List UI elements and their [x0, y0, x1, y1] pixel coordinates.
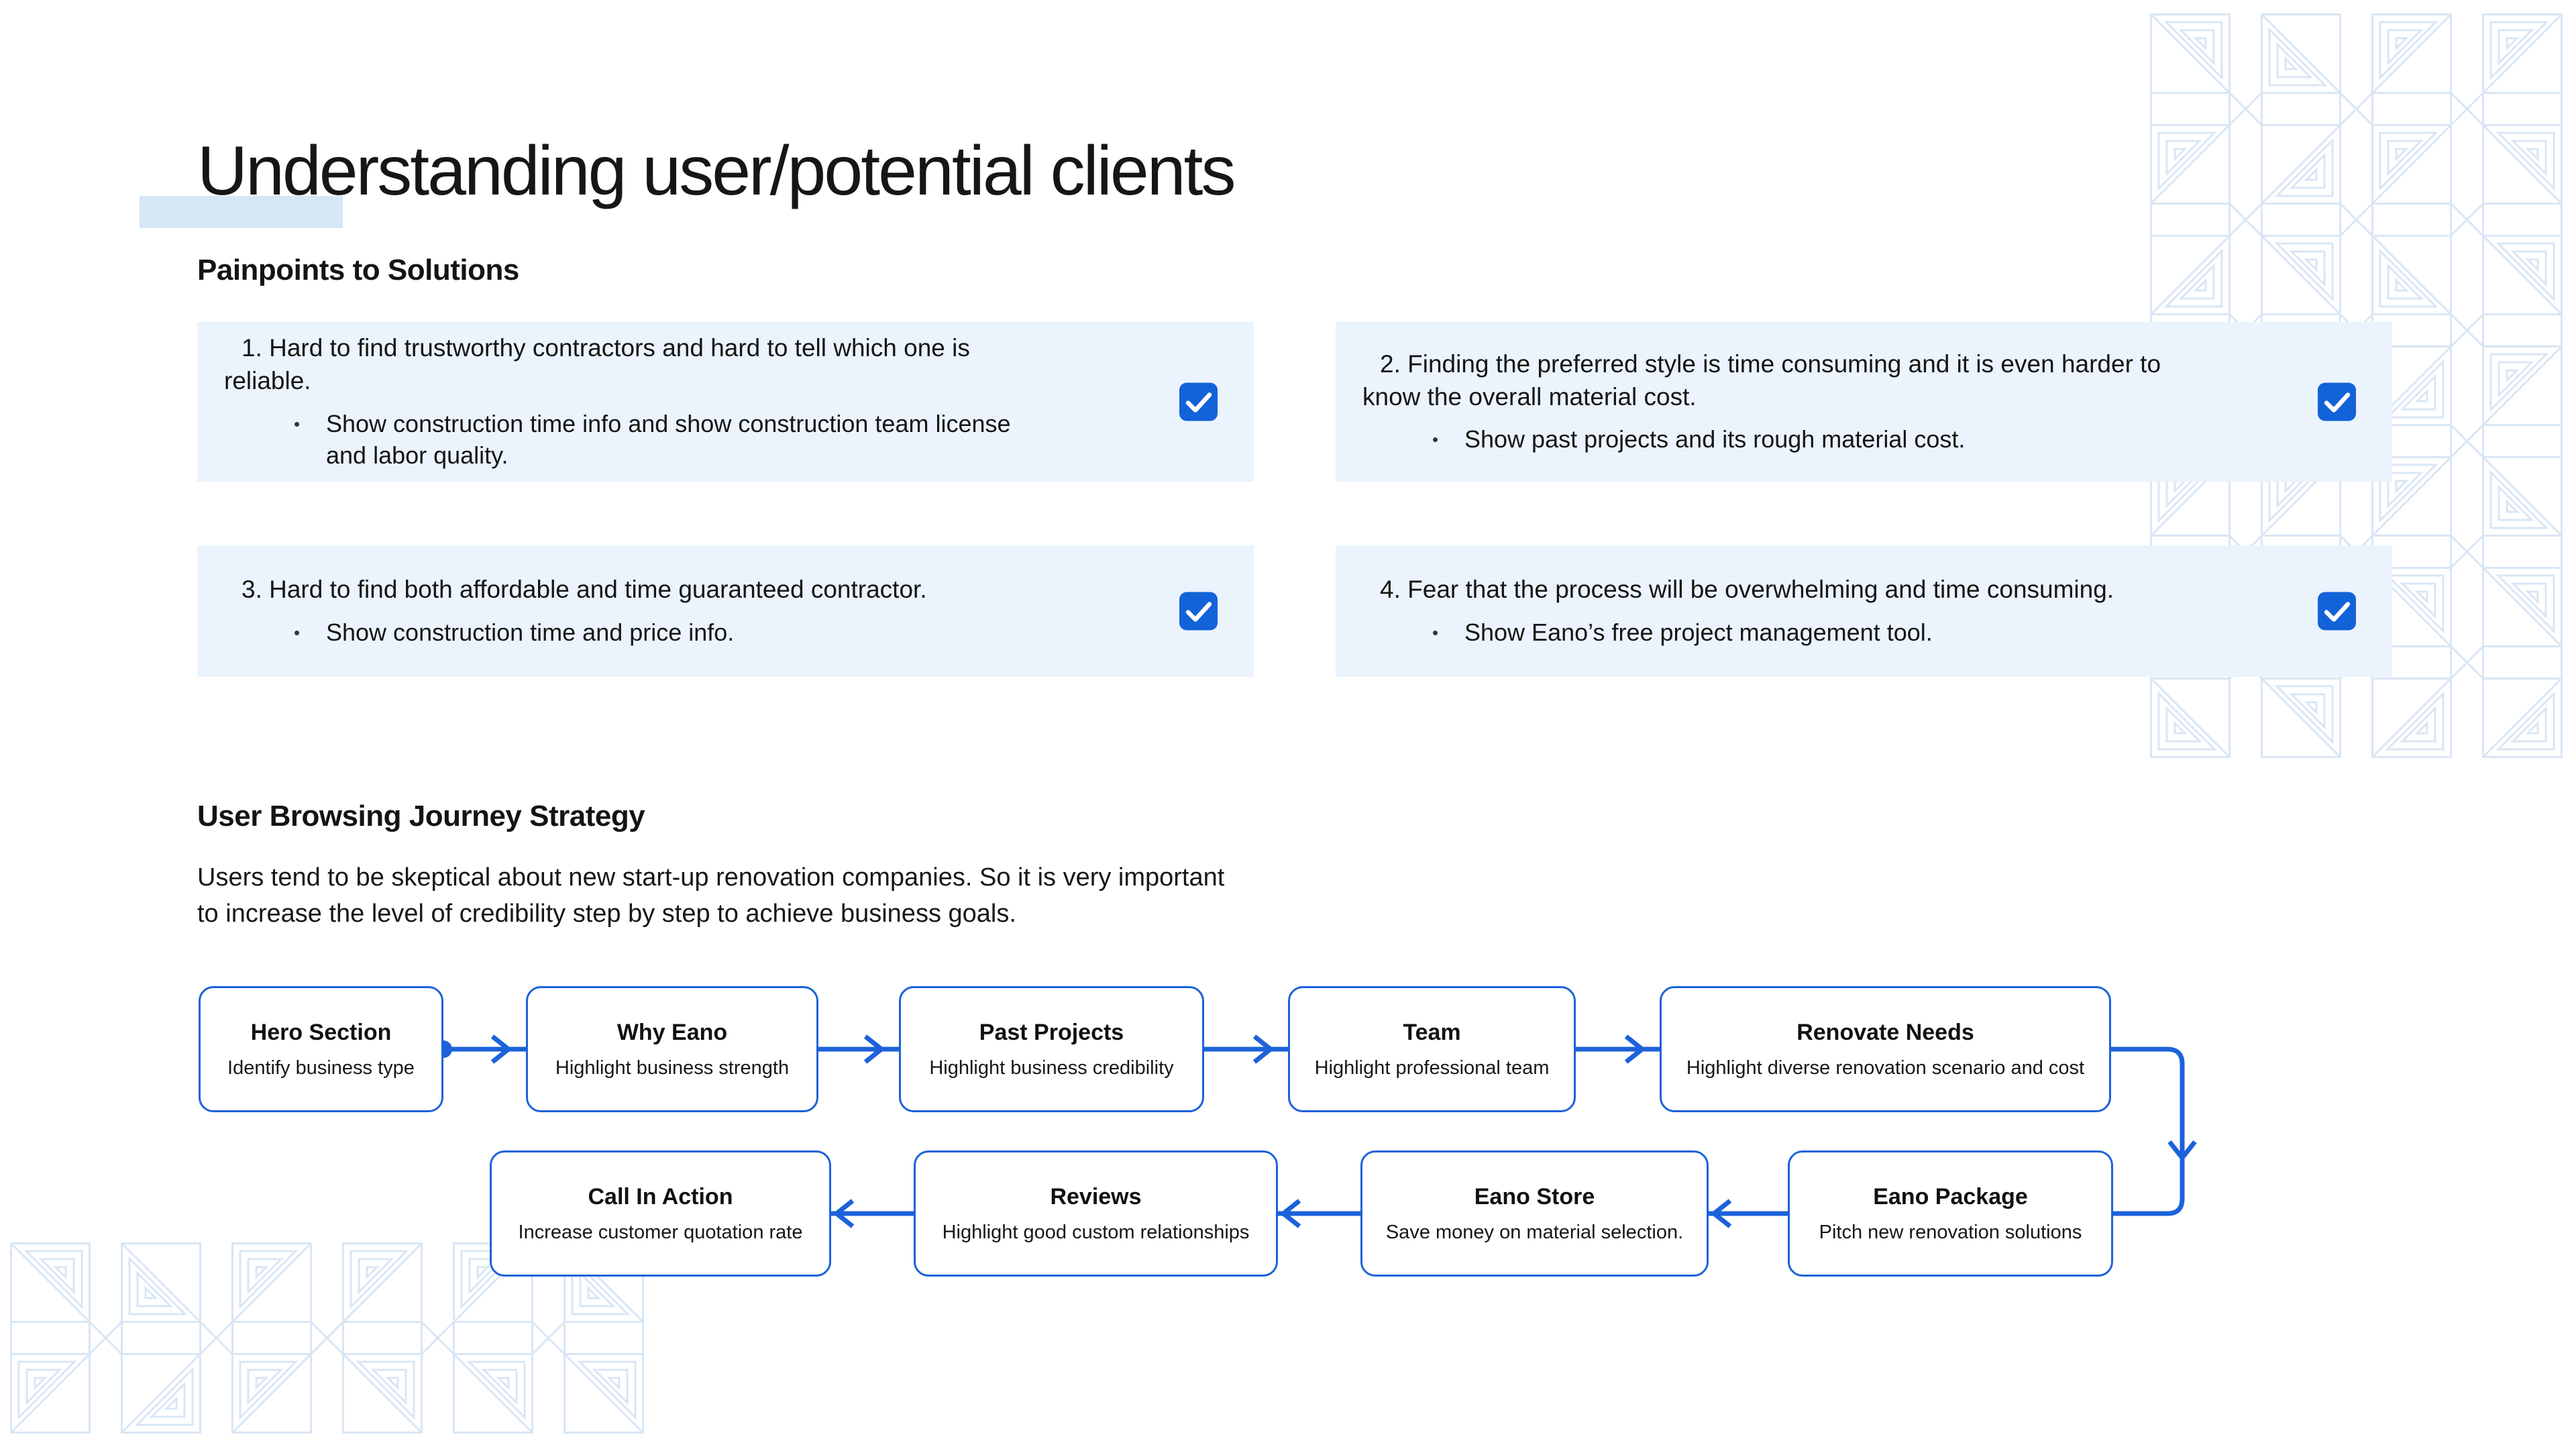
bullet-icon: •: [1432, 429, 1439, 450]
arrow-right-icon: [1252, 1034, 1273, 1064]
bullet-icon: •: [294, 622, 301, 643]
checkmark-icon: [1185, 602, 1212, 622]
flow-node-title: Renovate Needs: [1796, 1019, 1974, 1045]
checkmark-icon: [2324, 392, 2351, 413]
painpoint-text: 3. Hard to find both affordable and time…: [241, 576, 927, 604]
painpoints-heading: Painpoints to Solutions: [197, 254, 519, 286]
flow-node-title: Eano Store: [1474, 1183, 1595, 1210]
painpoint-text: 2. Finding the preferred style is time c…: [1362, 350, 2161, 411]
arrow-right-icon: [1624, 1034, 1645, 1064]
bullet-icon: •: [1432, 622, 1439, 643]
solution-text: Show construction time info and show con…: [326, 410, 1011, 469]
painpoint-panel: 2. Finding the preferred style is time c…: [1336, 322, 2392, 482]
flow-node-subtitle: Highlight business strength: [555, 1057, 790, 1079]
checkmark-icon: [2324, 602, 2351, 622]
painpoint-text: 4. Fear that the process will be overwhe…: [1380, 576, 2114, 604]
flow-node-subtitle: Identify business type: [227, 1057, 415, 1079]
arrow-right-icon: [863, 1034, 884, 1064]
journey-description: Users tend to be skeptical about new sta…: [197, 863, 1225, 928]
arrow-left-icon: [834, 1199, 855, 1228]
painpoint-panel: 4. Fear that the process will be overwhe…: [1336, 545, 2392, 677]
painpoint-panel: 3. Hard to find both affordable and time…: [197, 545, 1254, 677]
corner-pattern-bottom-left: [10, 1242, 644, 1434]
connector-elbow: [2111, 1046, 2185, 1216]
solution-row: • Show Eano’s free project management too…: [1362, 617, 2188, 649]
checked-checkbox[interactable]: [1179, 382, 1218, 421]
solution-text: Show past projects and its rough materia…: [1464, 425, 1966, 453]
flow-node-title: Call In Action: [588, 1183, 733, 1210]
arrow-down-icon: [2167, 1140, 2197, 1161]
flow-node-title: Past Projects: [979, 1019, 1124, 1045]
flow-node-subtitle: Highlight good custom relationships: [942, 1221, 1250, 1243]
page-title: Understanding user/potential clients: [197, 132, 1236, 210]
flow-node-subtitle: Pitch new renovation solutions: [1819, 1221, 2082, 1243]
flow-node-subtitle: Save money on material selection.: [1385, 1221, 1684, 1243]
flow-node-title: Eano Package: [1873, 1183, 2028, 1210]
solution-text: Show Eano’s free project management tool…: [1464, 618, 1933, 646]
arrow-left-icon: [1281, 1199, 1301, 1228]
solution-row: • Show construction time and price info.: [224, 617, 1049, 649]
journey-heading: User Browsing Journey Strategy: [197, 800, 645, 833]
title-highlight-bar: [140, 196, 343, 228]
solution-text: Show construction time and price info.: [326, 618, 735, 646]
flow-node-title: Why Eano: [616, 1019, 728, 1045]
painpoint-text: 1. Hard to find trustworthy contractors …: [224, 334, 970, 395]
solution-row: • Show construction time info and show co…: [224, 409, 1049, 472]
checked-checkbox[interactable]: [2318, 592, 2356, 631]
flow-node-title: Reviews: [1050, 1183, 1142, 1210]
painpoint-panel: 1. Hard to find trustworthy contractors …: [197, 322, 1254, 482]
bullet-icon: •: [294, 414, 301, 435]
flow-node-title: Team: [1403, 1019, 1461, 1045]
flow-node-title: Hero Section: [250, 1019, 392, 1045]
checkmark-icon: [1185, 392, 1212, 413]
arrow-left-icon: [1711, 1199, 1732, 1228]
arrow-right-icon: [490, 1034, 511, 1064]
checked-checkbox[interactable]: [2318, 382, 2356, 421]
flow-node-subtitle: Highlight business credibility: [929, 1057, 1174, 1079]
flow-node-subtitle: Highlight diverse renovation scenario an…: [1686, 1057, 2085, 1079]
flow-node-subtitle: Highlight professional team: [1314, 1057, 1550, 1079]
solution-row: • Show past projects and its rough materi…: [1362, 424, 2188, 455]
flow-node-subtitle: Increase customer quotation rate: [518, 1221, 803, 1243]
checked-checkbox[interactable]: [1179, 592, 1218, 631]
